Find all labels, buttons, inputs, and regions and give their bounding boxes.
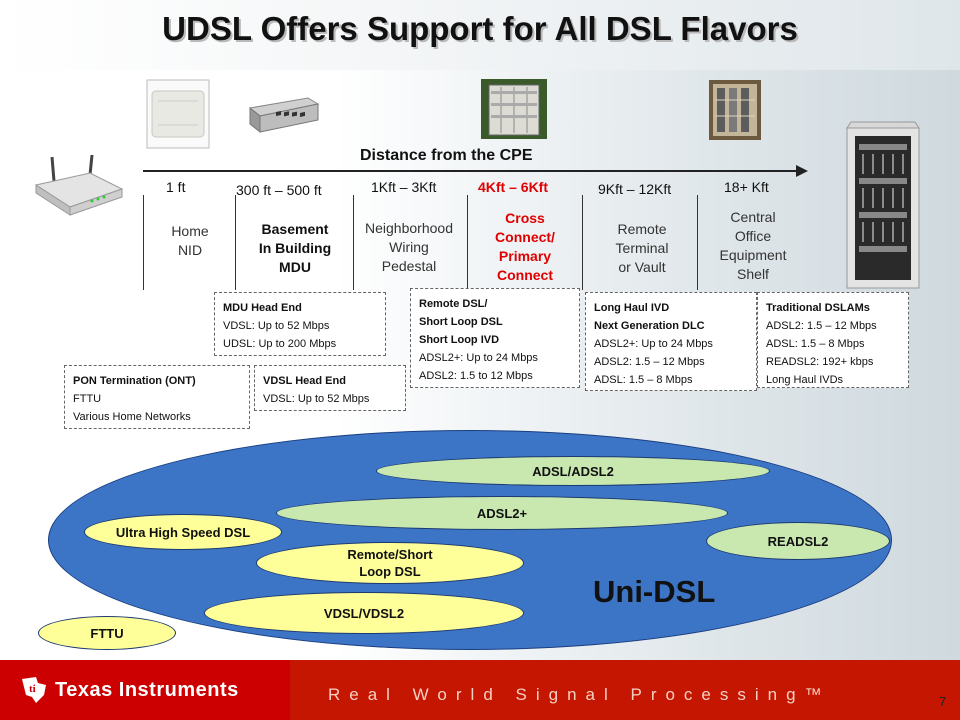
ti-logo-icon: ti bbox=[22, 677, 46, 703]
ellipse-remote-short-loop: Remote/Short Loop DSL bbox=[256, 542, 524, 584]
axis-label: Distance from the CPE bbox=[360, 147, 533, 164]
distance-axis bbox=[143, 170, 798, 172]
divider-line bbox=[467, 195, 468, 290]
mdu-switch-image bbox=[248, 97, 320, 134]
location-neighborhood: Neighborhood Wiring Pedestal bbox=[365, 220, 453, 274]
divider-line bbox=[235, 195, 236, 290]
title-band bbox=[0, 0, 960, 70]
divider-line bbox=[697, 195, 698, 290]
ellipse-vdsl: VDSL/VDSL2 bbox=[204, 592, 524, 634]
distance-300ft: 300 ft – 500 ft bbox=[236, 182, 322, 198]
remote-terminal-image bbox=[709, 80, 761, 140]
footer-right bbox=[290, 660, 960, 720]
ellipse-readsl2: READSL2 bbox=[706, 522, 890, 560]
company-name: Texas Instruments bbox=[55, 679, 239, 701]
ellipse-adsl: ADSL/ADSL2 bbox=[376, 456, 770, 486]
location-cross-connect: Cross Connect/ Primary Connect bbox=[495, 210, 555, 283]
axis-arrow-icon bbox=[796, 165, 808, 177]
info-box-traditional: Traditional DSLAMs ADSL2: 1.5 – 12 Mbps … bbox=[757, 292, 909, 388]
location-basement: Basement In Building MDU bbox=[258, 221, 332, 275]
distance-4kft: 4Kft – 6Kft bbox=[478, 179, 549, 195]
footer-left bbox=[0, 660, 290, 720]
ellipse-adsl2plus: ADSL2+ bbox=[276, 496, 728, 530]
info-box-pon: PON Termination (ONT) FTTU Various Home … bbox=[64, 365, 250, 429]
distance-1ft: 1 ft bbox=[166, 179, 186, 195]
page-title: UDSL Offers Support for All DSL Flavors bbox=[162, 10, 798, 47]
divider-line bbox=[353, 195, 354, 290]
location-central-office: Central Office Equipment Shelf bbox=[719, 209, 787, 282]
divider-line bbox=[143, 195, 144, 290]
tagline: Real World Signal Processing™ bbox=[328, 685, 831, 704]
co-rack-image bbox=[846, 121, 920, 289]
router-image bbox=[34, 155, 124, 216]
uni-dsl-label: Uni-DSL bbox=[593, 574, 716, 609]
page-number: 7 bbox=[939, 694, 947, 709]
info-box-remote-dsl: Remote DSL/ Short Loop DSL Short Loop IV… bbox=[410, 288, 580, 388]
distance-18kft: 18+ Kft bbox=[724, 179, 769, 195]
ellipse-ultra-high-speed: Ultra High Speed DSL bbox=[84, 514, 282, 550]
location-remote-terminal: Remote Terminal or Vault bbox=[615, 221, 669, 275]
info-box-mdu: MDU Head End VDSL: Up to 52 Mbps UDSL: U… bbox=[214, 292, 386, 356]
distance-1kft: 1Kft – 3Kft bbox=[371, 179, 437, 195]
ellipse-fttu: FTTU bbox=[38, 616, 176, 650]
cross-connect-image bbox=[481, 79, 547, 139]
nid-box-image bbox=[146, 79, 210, 149]
distance-9kft: 9Kft – 12Kft bbox=[598, 181, 672, 197]
location-home: Home NID bbox=[171, 223, 209, 258]
svg-text:ti: ti bbox=[29, 683, 36, 695]
info-box-long-haul: Long Haul IVD Next Generation DLC ADSL2+… bbox=[585, 292, 757, 391]
divider-line bbox=[582, 195, 583, 290]
info-box-vdsl-head-end: VDSL Head End VDSL: Up to 52 Mbps bbox=[254, 365, 406, 411]
